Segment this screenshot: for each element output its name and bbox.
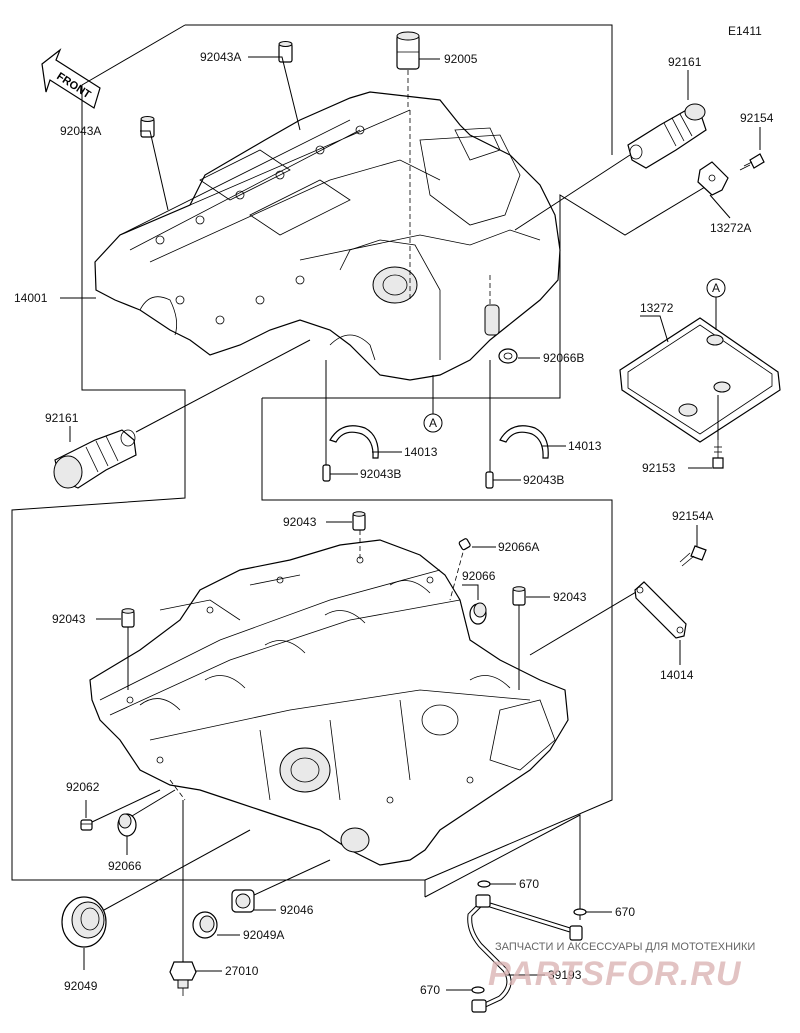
switch-27010 (169, 961, 197, 996)
leader-92043a-1 (248, 56, 301, 131)
label-670-1: 670 (519, 877, 539, 891)
label-92154: 92154 (740, 111, 774, 125)
label-92153: 92153 (642, 461, 676, 475)
ref-a-2: A (429, 416, 437, 430)
label-92049a: 92049A (243, 928, 284, 942)
label-92043-2: 92043 (52, 612, 86, 626)
dowel-92043-top (352, 511, 366, 531)
dowel-92043-right (512, 586, 526, 606)
plug-92062 (80, 819, 93, 831)
label-92043-3: 92043 (553, 590, 587, 604)
label-92046: 92046 (280, 903, 314, 917)
oil-seal-92049 (61, 896, 107, 948)
ref-code: E1411 (728, 24, 762, 38)
oil-pipe-39193 (467, 894, 583, 1013)
label-14013-1: 14013 (404, 445, 438, 459)
label-13272a: 13272A (710, 221, 751, 235)
ref-circle-a-2 (423, 413, 443, 433)
bolt-92153 (712, 440, 724, 469)
leader-13272a (709, 194, 731, 219)
label-92043-1: 92043 (283, 515, 317, 529)
seal-92049a (192, 911, 218, 939)
dowel-92043-left (121, 608, 135, 628)
bottom-frame (424, 814, 581, 920)
plate-13272a (697, 161, 729, 196)
lower-group-frame (261, 398, 613, 881)
watermark-logo: PARTSFOR.RU (488, 955, 742, 993)
bolt-92154 (739, 153, 765, 171)
label-670-2: 670 (615, 905, 635, 919)
mid-frame (262, 174, 726, 399)
label-92005: 92005 (444, 52, 478, 66)
upper-group-frame (185, 24, 613, 155)
label-92161-1: 92161 (668, 55, 702, 69)
label-92062: 92062 (66, 780, 100, 794)
label-27010: 27010 (225, 964, 259, 978)
label-92066b: 92066B (543, 351, 584, 365)
shaft-92161-upper (627, 103, 707, 169)
label-39193: 39193 (548, 968, 582, 982)
label-13272: 13272 (640, 301, 674, 315)
watermark-tagline: ЗАПЧАСТИ И АКСЕССУАРЫ ДЛЯ МОТОТЕХНИКИ (495, 941, 755, 953)
label-670-3: 670 (420, 983, 440, 997)
o-ring-670-2 (573, 908, 587, 916)
o-ring-670-1 (477, 880, 491, 888)
upper-crankcase-14001 (94, 91, 561, 381)
label-92043a-2: 92043A (60, 124, 101, 138)
front-arrow-icon: FRONT (41, 48, 101, 109)
plug-92066-lower (117, 813, 137, 837)
leader-13272 (640, 315, 669, 343)
pin-92043b-left (322, 464, 331, 482)
label-92154a: 92154A (672, 509, 713, 523)
label-14013-2: 14013 (568, 439, 602, 453)
label-92161-2: 92161 (45, 411, 79, 425)
pin-92043b-right (485, 471, 494, 489)
label-92043a-1: 92043A (200, 50, 241, 64)
label-14001: 14001 (14, 291, 48, 305)
leader-92043a-2 (140, 130, 169, 211)
sleeve-92005 (396, 31, 420, 70)
plug-92066-mid (469, 602, 487, 625)
label-92043b-1: 92043B (360, 467, 401, 481)
ref-a-1: A (712, 281, 720, 295)
label-92066a: 92066A (498, 540, 539, 554)
bolt-92154a (679, 545, 707, 567)
shaft-92161-left (53, 429, 137, 489)
lower-crankcase (89, 530, 569, 866)
o-ring-670-3 (471, 986, 485, 994)
label-92066-1: 92066 (462, 569, 496, 583)
bearing-92046 (231, 889, 255, 913)
leader-92161-2b (135, 339, 311, 433)
label-92049: 92049 (64, 979, 98, 993)
leader-92066-1 (462, 584, 479, 600)
label-92043b-2: 92043B (523, 473, 564, 487)
label-92066-2: 92066 (108, 859, 142, 873)
plug-92066a (458, 538, 471, 551)
leader-92161-1b (514, 154, 631, 231)
plug-92066b (498, 348, 518, 364)
label-14014: 14014 (660, 668, 694, 682)
dowel-92043a-left (140, 116, 155, 138)
dowel-92043a-top (278, 41, 293, 63)
bearing-14013-right (499, 425, 549, 459)
bracket-14014 (634, 581, 687, 639)
cover-plate-13272 (619, 317, 781, 443)
bearing-14013-left (329, 425, 379, 459)
